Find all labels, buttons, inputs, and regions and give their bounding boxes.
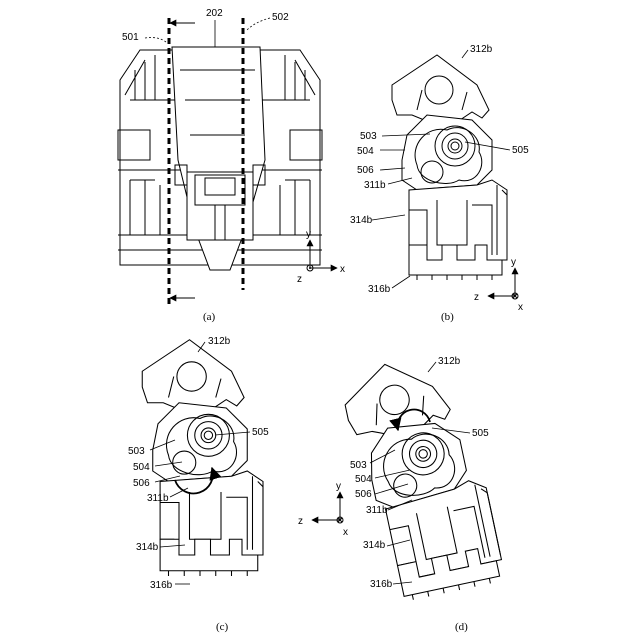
label-506: 506: [357, 165, 374, 176]
label-505: 505: [252, 427, 269, 438]
axis-x: x: [518, 302, 523, 313]
caption-d: (d): [455, 621, 468, 633]
label-504: 504: [355, 474, 372, 485]
label-316b: 316b: [150, 580, 173, 591]
axis-x: x: [343, 527, 348, 538]
caption-a: (a): [203, 311, 216, 323]
label-504: 504: [133, 462, 150, 473]
panel-d: 312b 505 503 504 506 311b 314b 316b y z …: [298, 349, 506, 633]
label-314b: 314b: [136, 542, 159, 553]
label-502: 502: [272, 12, 289, 23]
axis-z: z: [474, 292, 479, 303]
label-312b: 312b: [208, 336, 231, 347]
axes-d: y z x: [298, 481, 348, 538]
axis-z: z: [297, 274, 302, 285]
label-504: 504: [357, 146, 374, 157]
label-316b: 316b: [370, 579, 393, 590]
label-202: 202: [206, 8, 223, 19]
label-503: 503: [350, 460, 367, 471]
caption-b: (b): [441, 311, 454, 323]
label-503: 503: [128, 446, 145, 457]
label-314b: 314b: [363, 540, 386, 551]
label-505: 505: [512, 145, 529, 156]
label-505: 505: [472, 428, 489, 439]
axis-y: y: [306, 229, 311, 240]
caption-c: (c): [216, 621, 229, 633]
label-316b: 316b: [368, 284, 391, 295]
axis-z: z: [298, 516, 303, 527]
label-501: 501: [122, 32, 139, 43]
label-503: 503: [360, 131, 377, 142]
label-311b: 311b: [366, 505, 388, 516]
panel-a: 202 501 502 y x z (a): [118, 8, 345, 323]
axis-y: y: [336, 481, 341, 492]
label-312b: 312b: [438, 356, 461, 367]
label-311b: 311b: [147, 493, 169, 504]
label-314b: 314b: [350, 215, 373, 226]
panel-c: 312b 505 503 504 506 311b 314b 316b (c): [128, 336, 269, 633]
label-311b: 311b: [364, 180, 386, 191]
panel-b: 312b 503 504 505 506 311b 314b 316b y z …: [350, 44, 529, 323]
axis-y: y: [511, 257, 516, 268]
label-312b: 312b: [470, 44, 493, 55]
label-506: 506: [355, 489, 372, 500]
axis-x: x: [340, 264, 345, 275]
label-506: 506: [133, 478, 150, 489]
